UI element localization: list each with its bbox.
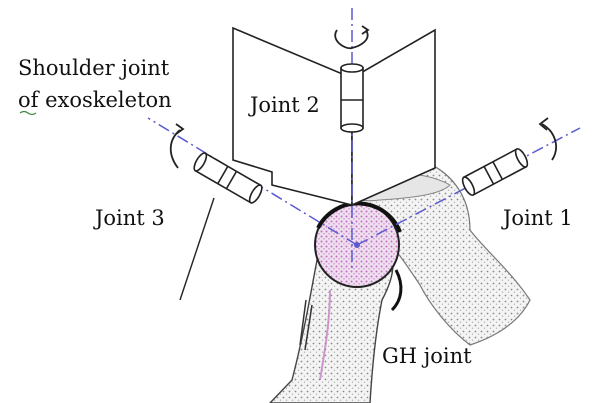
gh-joint-center: [354, 242, 360, 248]
joint2-cylinder: [341, 64, 363, 132]
label-shoulder-line1: Shoulder joint: [18, 56, 170, 80]
lower-capsule-arc: [392, 270, 401, 310]
shoulder-leader-line: [180, 198, 214, 300]
label-gh-joint: GH joint: [382, 344, 472, 368]
joint1-cylinder: [460, 147, 529, 197]
label-shoulder-line2: of exoskeleton: [18, 88, 172, 112]
label-joint1: Joint 1: [501, 206, 573, 230]
label-joint2: Joint 2: [248, 93, 320, 117]
joint3-rotation-arrow: [171, 130, 180, 168]
joint3-arrow-head: [176, 124, 183, 134]
label-joint3: Joint 3: [93, 206, 165, 230]
